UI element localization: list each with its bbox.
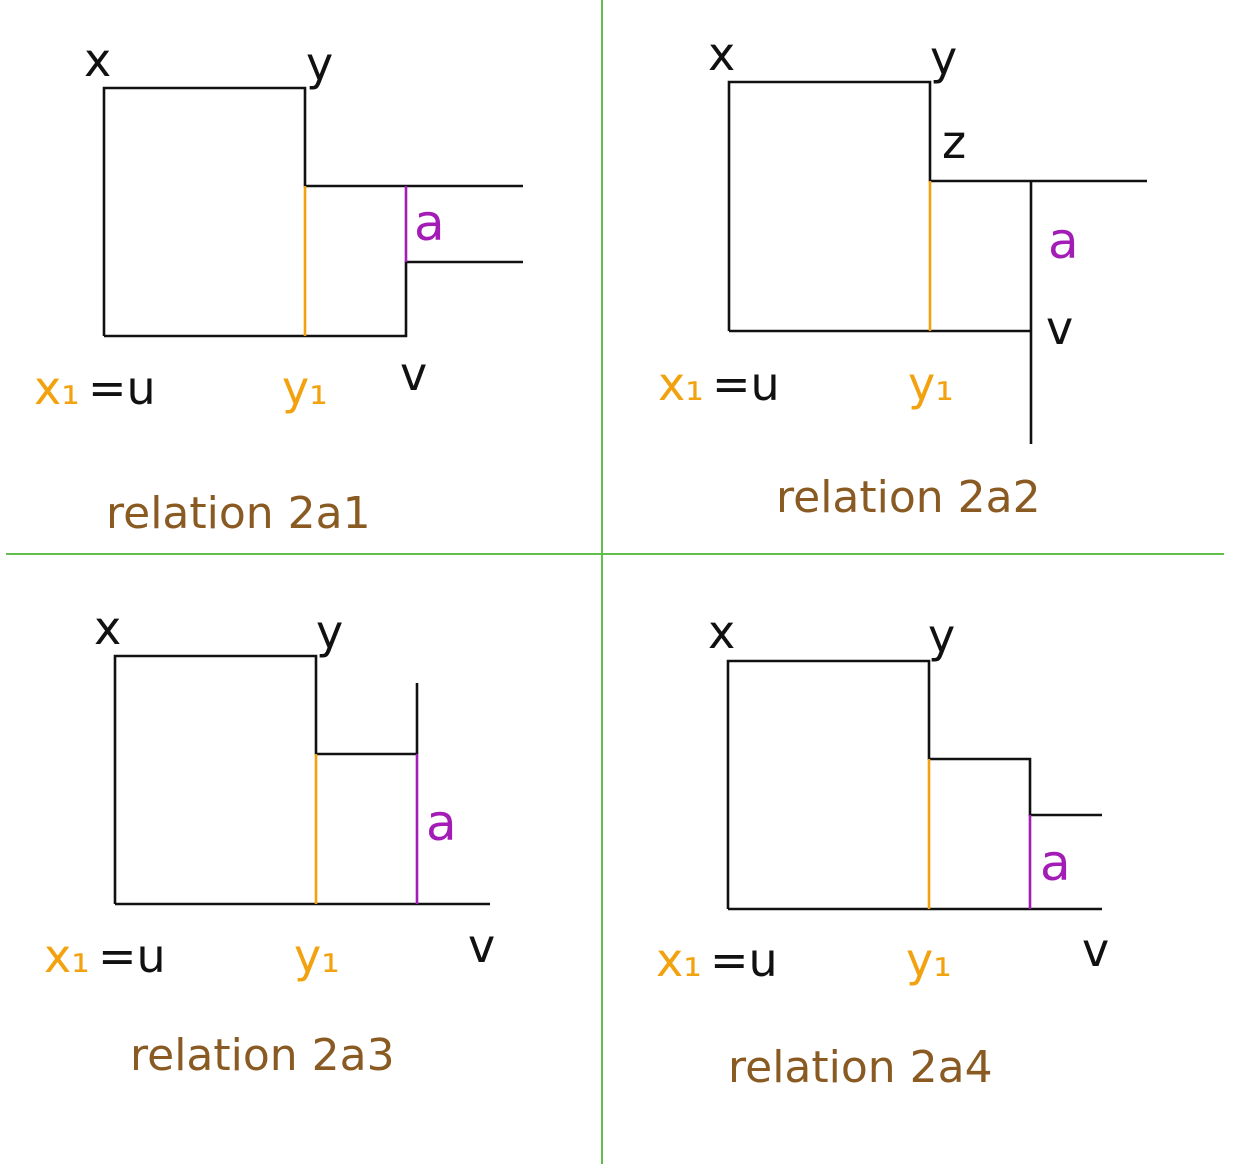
a-label: a xyxy=(426,794,457,852)
outline-upper xyxy=(102,86,523,336)
outline-upper xyxy=(113,654,417,904)
a-label: a xyxy=(1048,212,1079,270)
a-label: a xyxy=(414,194,445,252)
x1-label: x₁ xyxy=(656,933,702,987)
x1-label: x₁ xyxy=(44,929,90,983)
v-label: v xyxy=(1082,923,1109,977)
panel-relation-2a3: x y a x₁ =u y₁ v relation 2a3 xyxy=(44,601,495,1081)
x-label: x xyxy=(708,27,735,81)
v-label: v xyxy=(468,919,495,973)
y1-label: y₁ xyxy=(282,361,328,415)
equals-u-label: =u xyxy=(712,357,780,411)
panel-relation-2a4: x y a x₁ =u y₁ v relation 2a4 xyxy=(656,605,1109,1093)
x-label: x xyxy=(708,605,735,659)
y-label: y xyxy=(306,37,333,91)
z-label: z xyxy=(942,115,966,169)
caption: relation 2a3 xyxy=(130,1030,395,1081)
a-label: a xyxy=(1040,834,1071,892)
caption: relation 2a1 xyxy=(106,488,371,539)
y-label: y xyxy=(316,605,343,659)
outline-upper xyxy=(727,80,1147,331)
outline-lower xyxy=(104,260,523,338)
equals-u-label: =u xyxy=(88,361,156,415)
x-label: x xyxy=(94,601,121,655)
v-label: v xyxy=(400,347,427,401)
caption: relation 2a2 xyxy=(776,472,1041,523)
equals-u-label: =u xyxy=(710,933,778,987)
y1-label: y₁ xyxy=(906,933,952,987)
panel-relation-2a1: x y a x₁ =u y₁ v relation 2a1 xyxy=(34,33,523,539)
x1-label: x₁ xyxy=(34,361,80,415)
panel-relation-2a2: x y z a v x₁ =u y₁ relation 2a2 xyxy=(658,27,1147,523)
x1-label: x₁ xyxy=(658,357,704,411)
y1-label: y₁ xyxy=(908,357,954,411)
y-label: y xyxy=(930,31,957,85)
y1-label: y₁ xyxy=(294,929,340,983)
equals-u-label: =u xyxy=(98,929,166,983)
v-label: v xyxy=(1046,301,1073,355)
y-label: y xyxy=(928,609,955,663)
caption: relation 2a4 xyxy=(728,1042,993,1093)
x-label: x xyxy=(84,33,111,87)
